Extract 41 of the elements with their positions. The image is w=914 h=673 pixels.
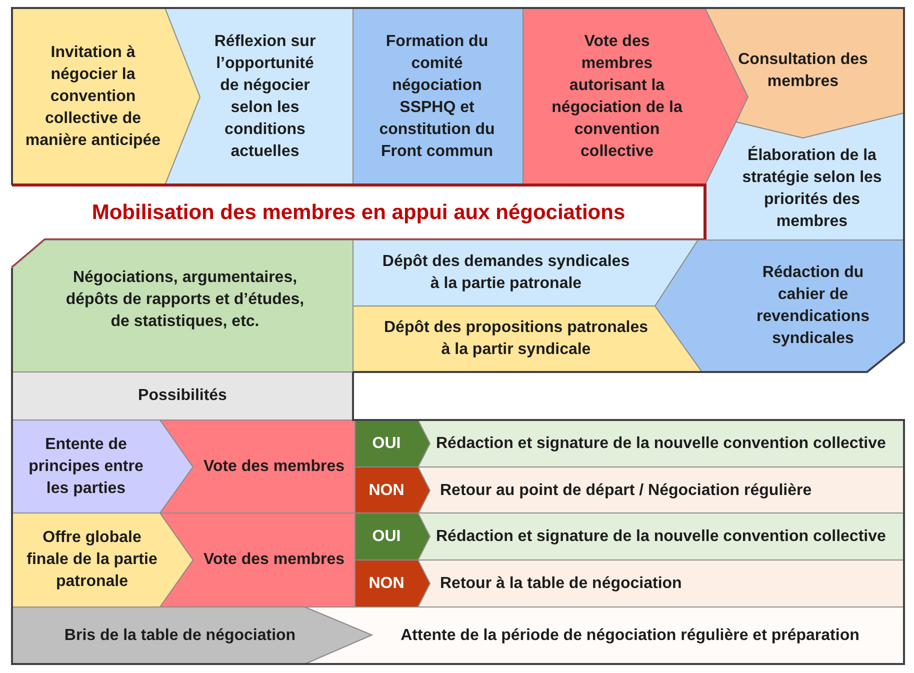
outcome-row	[418, 560, 904, 607]
step-label: Vote des membres	[203, 550, 345, 570]
step-panel	[353, 306, 702, 372]
step-panel	[705, 113, 904, 240]
outcome-label: Attente de la période de négociation régulière et préparation	[400, 626, 860, 646]
step-label: Vote des membres autorisant la négociation de la convention collective	[550, 32, 684, 162]
step-label: Réflexion sur l’opportunité de négocier selon les conditions actuelles	[213, 32, 317, 162]
step-label: Consultation des membres	[737, 50, 869, 92]
tag-label: OUI	[372, 434, 401, 454]
outcome-row	[418, 420, 904, 467]
step-label: Formation du comité négociation SSPHQ et constitution du Front commun	[378, 32, 496, 162]
step-label: Négociations, argumentaires, dépôts de rapports et d’études, de statistiques, etc.	[64, 268, 306, 332]
outcome-label: Rédaction et signature de la nouvelle convention collective	[436, 526, 886, 546]
step-panel	[160, 420, 355, 513]
step-label: Entente de principes entre les parties	[28, 434, 144, 498]
step-label: Vote des membres	[203, 456, 345, 476]
step-panel	[705, 8, 904, 138]
step-label: Dépôt des demandes syndicales à la partie patronale	[381, 252, 631, 294]
step-label: Offre globale finale de la partie patronale	[26, 528, 158, 592]
outcome-row	[418, 513, 904, 560]
outcome-label: Retour à la table de négociation	[440, 574, 682, 594]
step-panel	[160, 513, 355, 607]
step-label: Rédaction du cahier de revendications syndicales	[756, 263, 870, 349]
tag-label: NON	[368, 480, 404, 500]
step-panel	[12, 372, 353, 420]
outcome-label: Retour au point de départ / Négociation régulière	[440, 480, 812, 500]
banner-title: Mobilisation des membres en appui aux négociations	[92, 200, 626, 226]
yes-tag	[355, 513, 430, 560]
step-panel	[12, 240, 353, 372]
tag-label: NON	[368, 574, 404, 594]
outcome-row	[305, 607, 904, 664]
step-panel	[353, 240, 698, 306]
step-label: Possibilités	[138, 386, 227, 406]
outcome-label: Rédaction et signature de la nouvelle convention collective	[436, 434, 886, 454]
step-label: Invitation à négocier la convention collective de manière anticipée	[24, 42, 162, 150]
step-label: Bris de la table de négociation	[64, 626, 296, 646]
step-label: Dépôt des propositions patronales à la partir syndicale	[382, 318, 650, 360]
step-panel	[353, 8, 523, 185]
outcome-row	[418, 467, 904, 514]
step-label: Élaboration de la stratégie selon les priorités des membres	[741, 145, 883, 232]
tag-label: OUI	[372, 526, 401, 546]
